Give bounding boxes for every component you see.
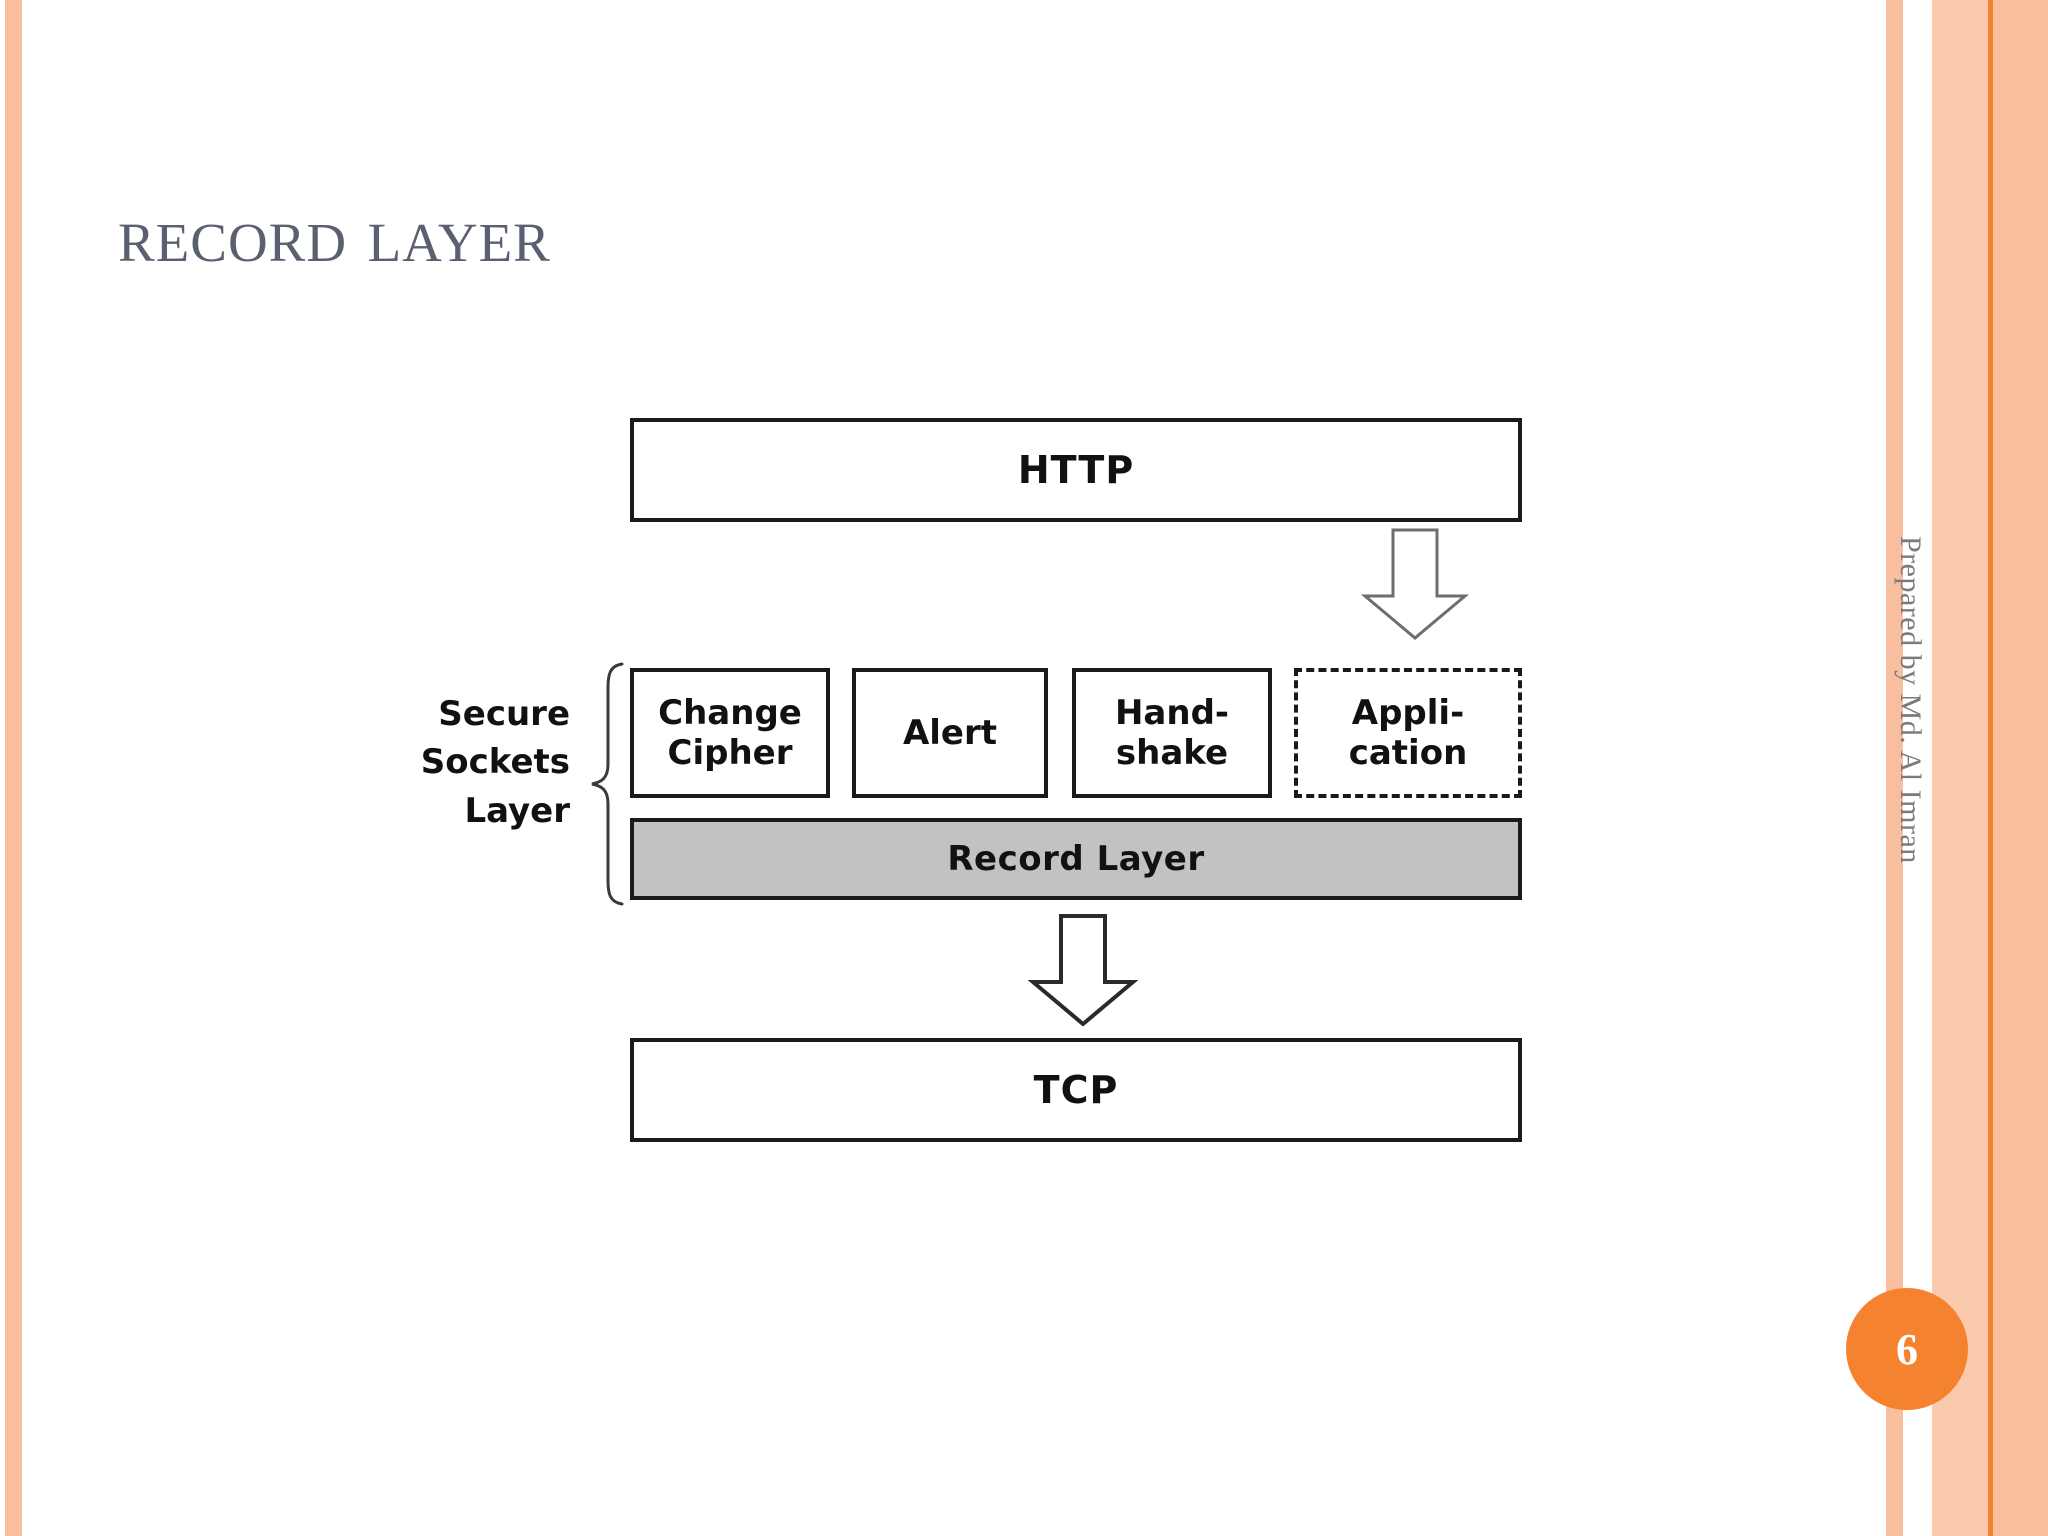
author-credit: Prepared by Md. Al Imran (1894, 536, 1927, 864)
secure-sockets-layer-label: Secure Sockets Layer (370, 690, 570, 835)
change-cipher-line-2: Cipher (667, 733, 793, 773)
application-line-2: cation (1348, 733, 1468, 773)
record-layer-label: Record Layer (947, 839, 1205, 879)
page-number-badge: 6 (1846, 1288, 1968, 1410)
handshake-line-1: Hand- (1114, 692, 1230, 733)
change-cipher-line-1: Change (658, 692, 802, 733)
ssl-label-line-2: Sockets (420, 742, 570, 783)
protocol-box-alert: Alert (852, 668, 1048, 798)
alert-line-1: Alert (902, 712, 998, 753)
application-line-1: Appli- (1351, 692, 1465, 733)
page-title: Record Layer (118, 191, 551, 278)
right-edge-stripe-2 (1932, 0, 1988, 1536)
arrow-record-layer-to-tcp-icon (1027, 914, 1139, 1027)
page-number-value: 6 (1896, 1324, 1918, 1374)
ssl-curly-brace-icon (586, 660, 626, 908)
http-layer-box: HTTP (630, 418, 1522, 522)
right-edge-stripe-3 (1993, 0, 2048, 1536)
right-edge-stripe-1 (1886, 0, 1903, 1536)
left-edge-stripe (5, 0, 22, 1536)
right-edge-accent-line (1988, 0, 1993, 1536)
handshake-line-2: shake (1115, 733, 1229, 773)
tcp-layer-label: TCP (1033, 1068, 1119, 1112)
protocol-box-handshake: Hand- shake (1072, 668, 1272, 798)
protocol-box-change-cipher: Change Cipher (630, 668, 830, 798)
record-layer-bar: Record Layer (630, 818, 1522, 900)
protocol-box-application: Appli- cation (1294, 668, 1522, 798)
tcp-layer-box: TCP (630, 1038, 1522, 1142)
ssl-label-line-1: Secure (438, 694, 570, 734)
ssl-label-line-3: Layer (464, 790, 570, 831)
http-layer-label: HTTP (1017, 448, 1135, 492)
arrow-http-to-application-icon (1360, 528, 1470, 640)
